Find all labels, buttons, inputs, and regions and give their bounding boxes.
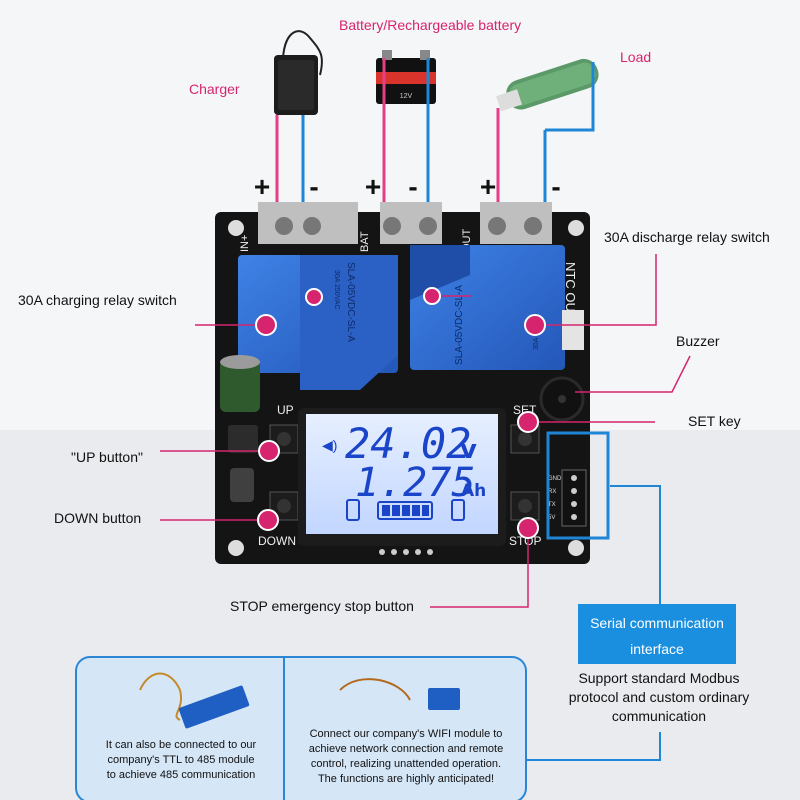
buzzer: [539, 376, 585, 422]
sign-charger-minus: -: [309, 171, 318, 202]
info-panels: [75, 656, 527, 800]
serial-interface-description: Support standard Modbus protocol and cus…: [540, 669, 778, 726]
lcd-speaker-icon: ◀): [322, 437, 337, 453]
relay-right-line1: SLA-05VDC-SL-A: [454, 285, 465, 365]
wifi-module-image: [339, 678, 460, 710]
callout-up-button: "UP button": [71, 449, 143, 465]
serial-pin-gnd: GND: [548, 476, 562, 482]
polarity-signs: + - + - + -: [254, 171, 561, 202]
callout-discharge-relay: 30A discharge relay switch: [604, 229, 770, 245]
svg-text:12V: 12V: [400, 93, 413, 100]
lcd-voltage: 24.02: [345, 419, 471, 468]
info-right-line1: Connect our company's WIFI module to: [309, 728, 503, 740]
serial-pin-tx: TX: [548, 502, 556, 508]
sign-battery-plus: +: [365, 171, 381, 202]
sign-charger-plus: +: [254, 171, 270, 202]
callout-buzzer: Buzzer: [676, 333, 720, 349]
serial-desc-line2: protocol and custom ordinary: [568, 689, 750, 705]
info-panel-right-text: Connect our company's WIFI module to ach…: [288, 727, 524, 787]
label-battery: Battery/Rechargeable battery: [339, 17, 522, 33]
callout-down-button: DOWN button: [54, 510, 142, 526]
serial-pin-rx: RX: [548, 489, 556, 495]
lcd-capacity: 1.275: [355, 460, 475, 506]
serial-title-line2: interface: [630, 641, 684, 657]
sign-load-plus: +: [480, 171, 496, 202]
serial-desc-line1: Support standard Modbus: [578, 670, 740, 686]
info-right-line4: The functions are highly anticipated!: [317, 773, 495, 785]
info-left-line2: company's TTL to 485 module: [107, 754, 255, 766]
charger-image: [274, 30, 323, 115]
info-left-line1: It can also be connected to our: [105, 739, 257, 751]
info-right-line2: achieve network connection and remote: [308, 743, 504, 755]
sign-load-minus: -: [551, 171, 560, 202]
silk-in: IN+: [239, 235, 251, 252]
serial-port: [561, 469, 587, 527]
charging-relay: SLA-05VDC-SL-A 30A 250VAC: [238, 255, 398, 390]
serial-port-highlight: [546, 431, 610, 540]
label-charger: Charger: [189, 81, 240, 97]
callout-dots: [255, 287, 546, 539]
lcd-pin-header: [379, 549, 433, 555]
callout-charging-relay: 30A charging relay switch: [18, 292, 177, 308]
lcd-battery-left-icon: [346, 499, 360, 521]
lcd-battery-bar: [377, 501, 433, 520]
discharge-relay: SLA-05VDC-SL-A 30A 30VDC: [410, 245, 565, 370]
label-load: Load: [620, 49, 652, 65]
callout-lines: [160, 254, 691, 608]
serial-interface-box: [578, 604, 736, 664]
serial-interface-title: Serial communication interface: [578, 613, 736, 659]
serial-title-line1: Serial communication: [590, 615, 724, 631]
load-resistor-image: [496, 58, 599, 112]
terminal-blocks: [258, 202, 552, 244]
battery-image: 12V: [376, 50, 436, 104]
inductor: [228, 425, 258, 453]
silk-down: DOWN: [258, 534, 296, 548]
lcd-battery-right-icon: [451, 499, 465, 521]
info-panel-left-text: It can also be connected to our company'…: [86, 738, 276, 783]
relay-left-line2: 30A 250VAC: [333, 270, 340, 310]
info-left-line3: to achieve 485 communication: [106, 769, 256, 781]
ttl-485-module-image: [139, 672, 250, 729]
serial-pin-5v: 5V: [548, 515, 555, 521]
callout-stop-button: STOP emergency stop button: [230, 598, 414, 614]
capacitor: [220, 355, 260, 412]
silk-ntc-out: NTC OUT: [563, 262, 578, 320]
silk-bat: BAT: [359, 231, 371, 252]
lcd-voltage-unit: v: [460, 435, 477, 465]
small-capacitor: [230, 468, 254, 502]
lcd-capacity-unit: Ah: [461, 481, 486, 501]
relay-left-line1: SLA-05VDC-SL-A: [345, 262, 356, 342]
info-right-line3: control, realizing unattended operation.: [310, 758, 502, 770]
silk-up: UP: [277, 403, 294, 417]
ntc-connector: [562, 310, 584, 350]
callout-set-key: SET key: [688, 413, 741, 429]
sign-battery-minus: -: [408, 171, 417, 202]
serial-desc-line3: communication: [611, 708, 707, 724]
lcd-display: ◀) 24.02 v 1.275 Ah: [298, 408, 506, 546]
